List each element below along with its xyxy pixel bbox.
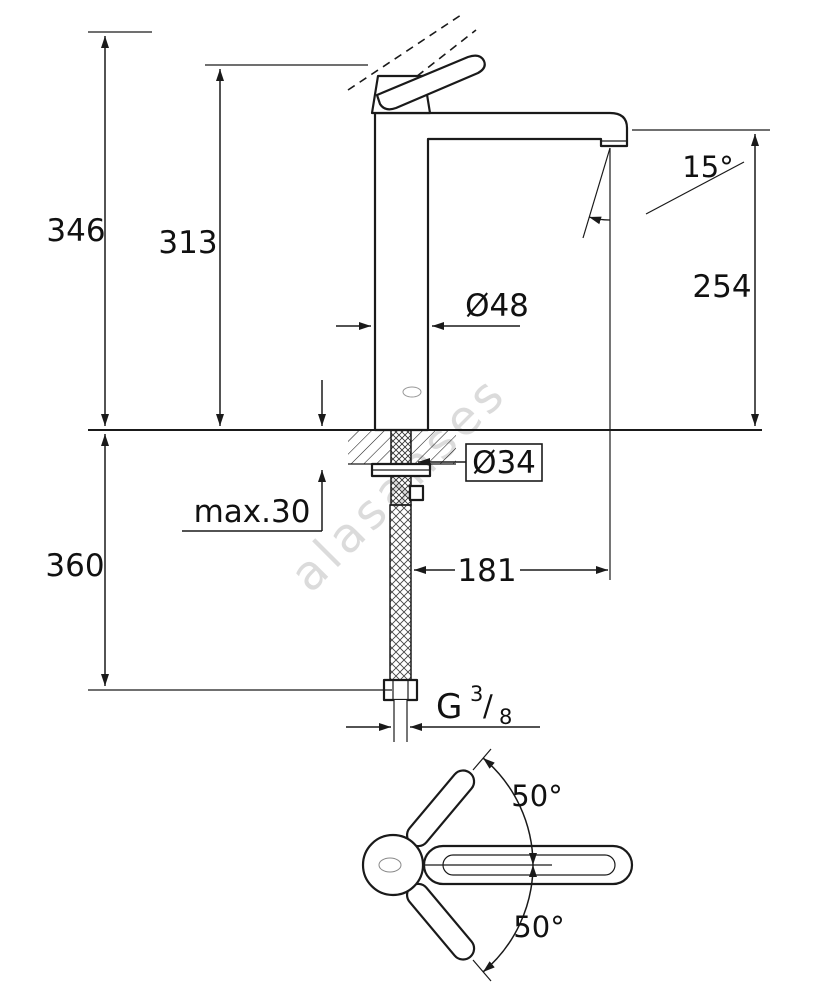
dim-181-label: 181: [457, 553, 516, 589]
dim-swing-upper: 50°: [472, 748, 563, 866]
dim-48-label: Ø48: [465, 288, 529, 324]
dim-50deg-lower-label: 50°: [513, 910, 564, 944]
thread-numerator: 3: [470, 682, 483, 706]
plan-lever-upper: [405, 769, 476, 848]
flexible-hose: [382, 504, 419, 742]
dim-max30-label: max.30: [194, 494, 311, 530]
dim-254-label: 254: [692, 269, 751, 305]
plan-lever-lower: [405, 882, 476, 961]
dim-thread: G 3 / 8: [346, 682, 540, 731]
dim-max-counter: max.30: [182, 380, 326, 532]
dim-total-height: 346: [46, 31, 152, 426]
thread-slash: /: [483, 689, 493, 723]
thread-denominator: 8: [499, 705, 512, 729]
dim-hole-diameter: Ø34: [418, 443, 543, 482]
plan-brand-mark: [378, 857, 402, 873]
counter-hatch-left: [348, 431, 392, 464]
brand-mark: [402, 386, 422, 398]
dim-spout-height: 254: [632, 129, 770, 426]
dim-swing-lower: 50°: [472, 864, 565, 982]
dim-spout-reach: 181: [414, 553, 608, 589]
dim-body-height: 313: [158, 64, 368, 426]
dim-spray-angle: 15°: [582, 147, 745, 580]
side-outlet: [408, 484, 425, 502]
dim-50deg-upper-label: 50°: [511, 779, 562, 813]
dim-15deg-label: 15°: [682, 150, 733, 184]
faucet-plan-view: 50° 50°: [361, 748, 634, 982]
dim-hose-drop: 360: [45, 434, 392, 691]
faucet-body: [373, 111, 629, 432]
faucet-side-view: [88, 12, 762, 742]
dim-346-label: 346: [46, 213, 105, 249]
plan-body-circle: [361, 833, 425, 897]
dim-360-label: 360: [45, 548, 104, 584]
mounting-shank: [370, 429, 432, 506]
counter-hatch-right: [410, 431, 456, 464]
dim-34-label: Ø34: [472, 445, 536, 481]
dim-313-label: 313: [158, 225, 217, 261]
handle-lever: [375, 54, 486, 111]
thread-g-label: G: [436, 687, 462, 727]
dim-body-diameter: Ø48: [336, 288, 529, 330]
